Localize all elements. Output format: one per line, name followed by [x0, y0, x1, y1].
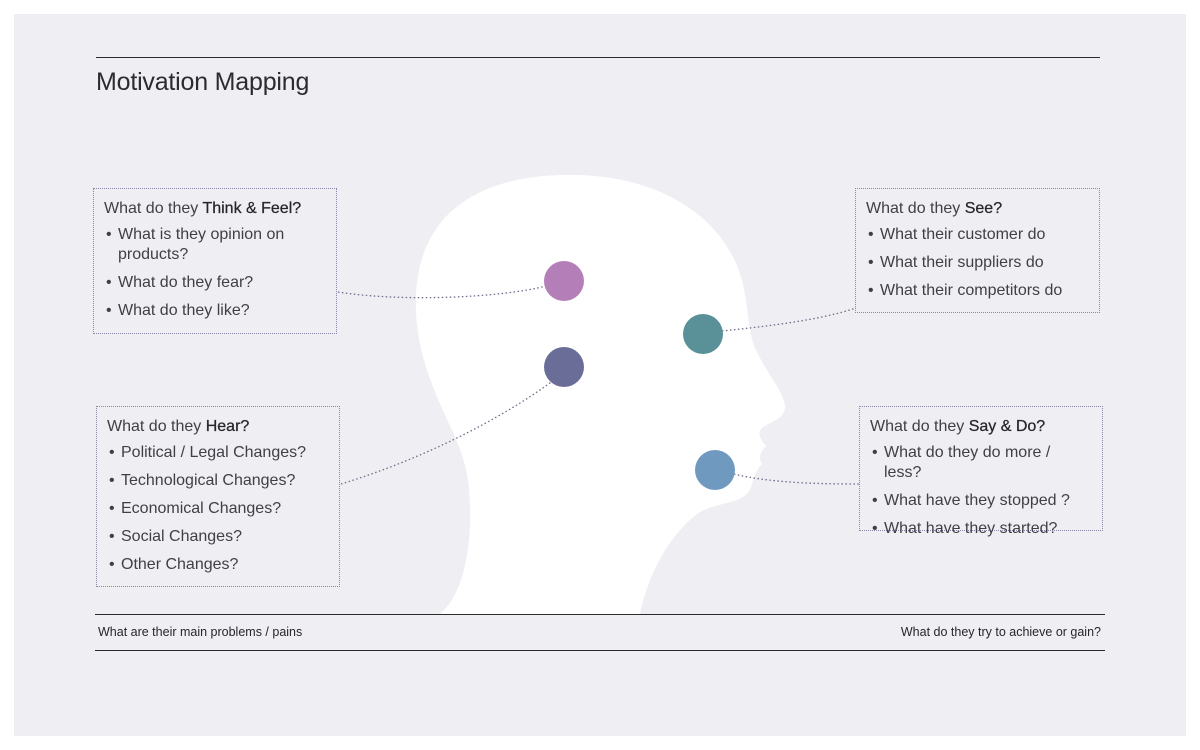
see-emphasis: See? [964, 200, 1003, 217]
hear-item: Technological Changes? [107, 471, 329, 491]
think-feel-item: What do they like? [104, 301, 326, 321]
hear-item: Political / Legal Changes? [107, 443, 329, 463]
see-heading: What do they See? [866, 199, 1089, 219]
say-do-item: What have they started? [870, 519, 1092, 539]
see-list: What their customer do What their suppli… [866, 225, 1089, 301]
hear-list: Political / Legal Changes? Technological… [107, 443, 329, 575]
see-box: What do they See? What their customer do… [855, 188, 1100, 313]
connector-see [721, 307, 857, 332]
hear-item: Other Changes? [107, 555, 329, 575]
say-do-list: What do they do more / less? What have t… [870, 443, 1092, 539]
connector-hear [340, 379, 555, 485]
connector-think-feel [337, 285, 547, 299]
say-do-heading: What do they Say & Do? [870, 417, 1092, 437]
see-prefix: What do they [866, 200, 965, 217]
footer-divider-bottom [95, 650, 1105, 651]
think-feel-dot [544, 261, 584, 301]
hear-box: What do they Hear? Political / Legal Cha… [96, 406, 340, 587]
say-do-box: What do they Say & Do? What do they do m… [859, 406, 1103, 539]
page-title: Motivation Mapping [96, 68, 310, 96]
think-feel-heading: What do they Think & Feel? [104, 199, 326, 219]
top-divider [96, 57, 1100, 58]
think-feel-box: What do they Think & Feel? What is they … [93, 188, 337, 334]
say-do-emphasis: Say & Do? [968, 418, 1046, 435]
see-item: What their competitors do [866, 281, 1089, 301]
hear-heading: What do they Hear? [107, 417, 329, 437]
see-dot [683, 314, 723, 354]
hear-item: Economical Changes? [107, 499, 329, 519]
say-do-prefix: What do they [870, 418, 969, 435]
say-do-item: What have they stopped ? [870, 491, 1092, 511]
think-feel-item: What is they opinion on products? [104, 225, 326, 265]
gains-label: What do they try to achieve or gain? [900, 625, 1101, 639]
hear-emphasis: Hear? [205, 418, 250, 435]
connector-say-do [733, 473, 860, 485]
head-silhouette [415, 174, 786, 614]
see-item: What their suppliers do [866, 253, 1089, 273]
footer-divider-top [95, 614, 1105, 615]
think-feel-list: What is they opinion on products? What d… [104, 225, 326, 321]
hear-prefix: What do they [107, 418, 206, 435]
say-do-dot [695, 450, 735, 490]
think-feel-item: What do they fear? [104, 273, 326, 293]
see-item: What their customer do [866, 225, 1089, 245]
hear-dot [544, 347, 584, 387]
say-do-item: What do they do more / less? [870, 443, 1092, 483]
think-feel-emphasis: Think & Feel? [202, 200, 302, 217]
think-feel-prefix: What do they [104, 200, 203, 217]
pains-label: What are their main problems / pains [98, 625, 303, 639]
hear-item: Social Changes? [107, 527, 329, 547]
